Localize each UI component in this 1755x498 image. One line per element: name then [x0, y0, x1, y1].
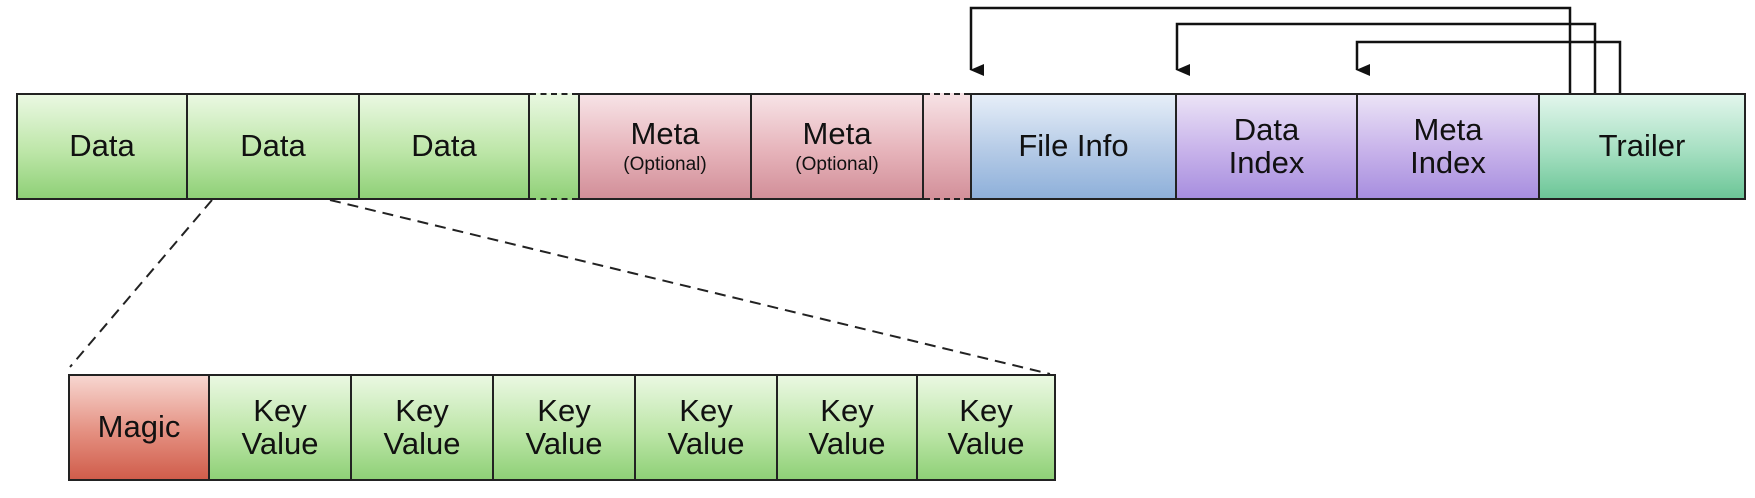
key-value-value: Value — [947, 425, 1025, 461]
key-value-key: Key — [395, 392, 449, 428]
trailer-to-file-info-arrow — [969, 6, 1572, 93]
key-value-key: Key — [959, 392, 1013, 428]
meta-block-1: Meta (Optional) — [578, 93, 752, 200]
meta-block-2-title: Meta — [802, 116, 872, 152]
key-value-key: Key — [253, 392, 307, 428]
data-block-3: Data — [358, 93, 530, 200]
key-value-key: Key — [820, 392, 874, 428]
data-block-2-label: Data — [240, 128, 306, 164]
data-block-2: Data — [186, 93, 360, 200]
key-value-key: Key — [679, 392, 733, 428]
trailer-label: Trailer — [1598, 128, 1686, 164]
key-value-block: Key Value — [208, 374, 352, 481]
magic-label: Magic — [97, 409, 181, 445]
meta-ellipsis-gap — [924, 93, 970, 200]
key-value-block: Key Value — [350, 374, 494, 481]
data-ellipsis-gap — [530, 93, 578, 200]
magic-block: Magic — [68, 374, 210, 481]
trailer-to-data-index-arrow — [1175, 22, 1597, 93]
meta-block-2-note: (Optional) — [795, 153, 879, 175]
meta-index-line2: Index — [1410, 144, 1486, 180]
key-value-value: Value — [241, 425, 319, 461]
data-index-line1: Data — [1233, 111, 1300, 147]
trailer-block: Trailer — [1538, 93, 1746, 200]
data-block-1-label: Data — [69, 128, 135, 164]
key-value-block: Key Value — [776, 374, 918, 481]
file-info-block: File Info — [970, 93, 1177, 200]
data-index-block: Data Index — [1175, 93, 1358, 200]
data-block-1: Data — [16, 93, 188, 200]
data-block-3-label: Data — [411, 128, 477, 164]
key-value-value: Value — [808, 425, 886, 461]
key-value-key: Key — [537, 392, 591, 428]
key-value-block: Key Value — [492, 374, 636, 481]
trailer-to-meta-index-arrow — [1355, 40, 1622, 93]
meta-index-line1: Meta — [1413, 111, 1483, 147]
zoom-line-right — [329, 199, 1051, 375]
data-index-line2: Index — [1228, 144, 1305, 180]
key-value-block: Key Value — [634, 374, 778, 481]
meta-block-2: Meta (Optional) — [750, 93, 924, 200]
file-info-label: File Info — [1018, 128, 1129, 164]
meta-index-block: Meta Index — [1356, 93, 1540, 200]
meta-block-1-note: (Optional) — [623, 153, 707, 175]
key-value-value: Value — [667, 425, 745, 461]
meta-block-1-title: Meta — [630, 116, 700, 152]
key-value-value: Value — [383, 425, 461, 461]
key-value-block: Key Value — [916, 374, 1056, 481]
key-value-value: Value — [525, 425, 603, 461]
zoom-line-left — [69, 199, 213, 368]
